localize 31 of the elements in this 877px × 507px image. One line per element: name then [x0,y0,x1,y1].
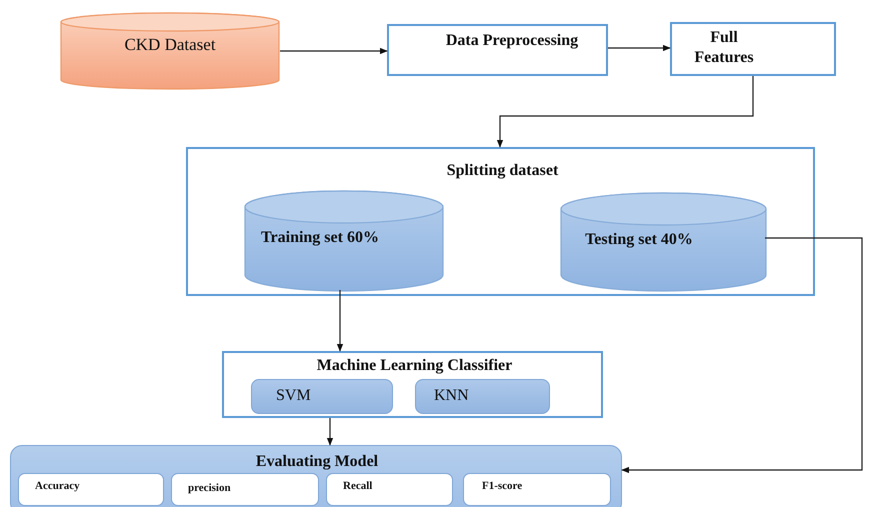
metric-box [326,473,453,506]
arrow [608,44,671,52]
arrow [280,48,388,54]
node-label: F1-score [482,480,524,494]
arrow [336,290,344,352]
group-box [222,351,603,418]
group-heading: Machine Learning Classifier [316,356,514,376]
node-label: precision [188,482,232,496]
metric-box [18,473,164,506]
process-box [670,22,836,76]
node-label: Full Features [693,28,755,68]
arrow [621,237,863,474]
group-box [10,445,622,507]
classifier-box [251,379,393,414]
group-heading: Evaluating Model [254,452,380,472]
group-heading: Splitting dataset [446,161,560,181]
node-label: SVM [276,386,312,406]
arrow [326,418,334,446]
process-box [387,24,608,76]
node-label: KNN [434,386,470,406]
node-label: Accuracy [35,480,81,494]
metric-box [171,473,319,506]
node-label: Testing set 40% [584,230,694,250]
node-label: CKD Dataset [123,34,217,56]
classifier-box [415,379,550,414]
node-label: Recall [343,480,374,494]
arrow [496,76,754,148]
node-label: Data Preprocessing [444,31,580,51]
metric-box [463,473,611,506]
group-box [186,147,815,296]
node-label: Training set 60% [260,228,380,248]
